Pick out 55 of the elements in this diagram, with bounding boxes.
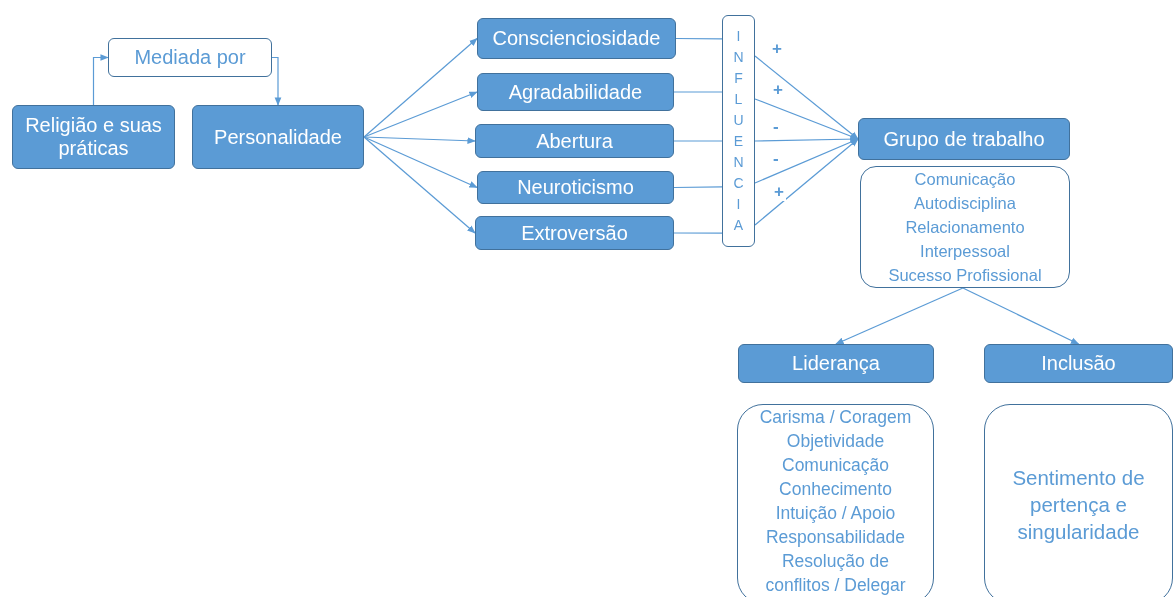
process-box: [477, 18, 676, 59]
list-item: Carisma / Coragem: [759, 406, 912, 429]
arrow: [962, 287, 1080, 345]
list-item: Intuição / Apoio: [775, 502, 896, 525]
box-label: Neuroticismo: [517, 176, 634, 199]
arrow: [835, 287, 964, 345]
process-box: [12, 105, 175, 169]
box-text: Sentimento de pertença e singularidade: [1011, 464, 1146, 545]
process-box: [477, 73, 674, 111]
list-item: Autodisciplina: [914, 193, 1016, 214]
process-box: [984, 344, 1173, 383]
box-label: Personalidade: [214, 125, 342, 149]
arrow: [754, 55, 859, 140]
box-label: Abertura: [536, 129, 613, 153]
list-item: Objetividade: [786, 430, 885, 453]
list-item: Conhecimento: [779, 478, 892, 501]
arrow: [363, 136, 476, 234]
arrow: [363, 37, 478, 138]
list-item: Sucesso Profissional: [888, 265, 1042, 286]
connector-line: [673, 232, 723, 234]
process-box: [738, 344, 934, 383]
rounded-box: [737, 404, 934, 597]
arrow: [363, 91, 478, 138]
box-label: Extroversão: [521, 221, 628, 245]
connector-line: [673, 140, 723, 142]
box-label: Conscienciosidade: [492, 27, 661, 50]
list-item: Responsabilidade: [765, 526, 906, 549]
connector-line: [675, 37, 723, 40]
process-box: [192, 105, 364, 169]
box-label: Grupo de trabalho: [883, 127, 1045, 151]
rounded-box: [860, 166, 1070, 288]
box-label: Liderança: [792, 352, 880, 375]
connector-line: [673, 186, 723, 189]
process-box: [477, 171, 674, 204]
arrow: [363, 136, 478, 189]
arrow: [754, 138, 859, 226]
rounded-box: [984, 404, 1173, 597]
process-box: [858, 118, 1070, 160]
vertical-box: [722, 15, 755, 247]
box-label: Religião e suas práticas: [24, 114, 163, 160]
rounded-box: [108, 38, 272, 77]
box-label: Agradabilidade: [508, 80, 643, 104]
arrow: [363, 136, 476, 145]
arrow: [92, 54, 109, 106]
list-item: Resolução de conflitos / Delegar: [764, 550, 907, 597]
box-label: Mediada por: [134, 46, 246, 69]
list-item: Comunicação: [914, 169, 1016, 190]
list-item: Relacionamento Interpessoal: [904, 217, 1026, 262]
process-box: [475, 124, 674, 158]
process-box: [475, 216, 674, 250]
list-item: Comunicação: [782, 454, 889, 477]
arrow: [271, 56, 282, 106]
connector-line: [673, 91, 723, 93]
vertical-label: INFLUENCIA: [733, 27, 744, 235]
box-label: Inclusão: [1041, 352, 1116, 375]
